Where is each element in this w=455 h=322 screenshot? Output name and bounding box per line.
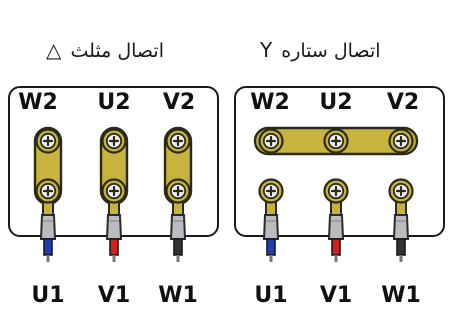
- star-bottom-label-2: V1: [319, 283, 353, 308]
- delta-bottom-2-sleeve: [105, 214, 123, 240]
- delta-top-label-3: V2: [162, 90, 196, 115]
- star-title-text: اتصال ستاره: [281, 40, 381, 62]
- star-bottom-1-wire-blue: [266, 238, 276, 256]
- delta-bottom-label-1: U1: [31, 283, 65, 308]
- star-top-label-3: V2: [386, 90, 420, 115]
- delta-title: △ اتصال مثلث: [46, 38, 164, 62]
- delta-bottom-1-wire-blue: [43, 238, 53, 256]
- delta-bottom-3-sleeve: [169, 214, 187, 240]
- star-bottom-2-sleeve: [327, 214, 345, 240]
- delta-title-text: اتصال مثلث: [70, 40, 164, 62]
- delta-bottom-label-2: V1: [97, 283, 131, 308]
- star-top-label-2: U2: [319, 90, 353, 115]
- delta-bottom-3-wire-black: [173, 238, 183, 256]
- star-top-label-1: W2: [250, 90, 290, 115]
- star-bottom-label-1: U1: [254, 283, 288, 308]
- delta-symbol: △: [46, 38, 62, 62]
- star-bottom-3-wire-black: [396, 238, 406, 256]
- star-symbol: Y: [260, 38, 273, 62]
- delta-bottom-label-3: W1: [158, 283, 198, 308]
- delta-bottom-2-wire-red: [109, 238, 119, 256]
- star-bottom-1-sleeve: [262, 214, 280, 240]
- star-title: Y اتصال ستاره: [260, 38, 381, 62]
- delta-top-label-2: U2: [97, 90, 131, 115]
- star-bottom-2-wire-red: [331, 238, 341, 256]
- delta-bottom-1-sleeve: [39, 214, 57, 240]
- star-bottom-label-3: W1: [381, 283, 421, 308]
- delta-top-label-1: W2: [18, 90, 58, 115]
- star-bottom-3-sleeve: [392, 214, 410, 240]
